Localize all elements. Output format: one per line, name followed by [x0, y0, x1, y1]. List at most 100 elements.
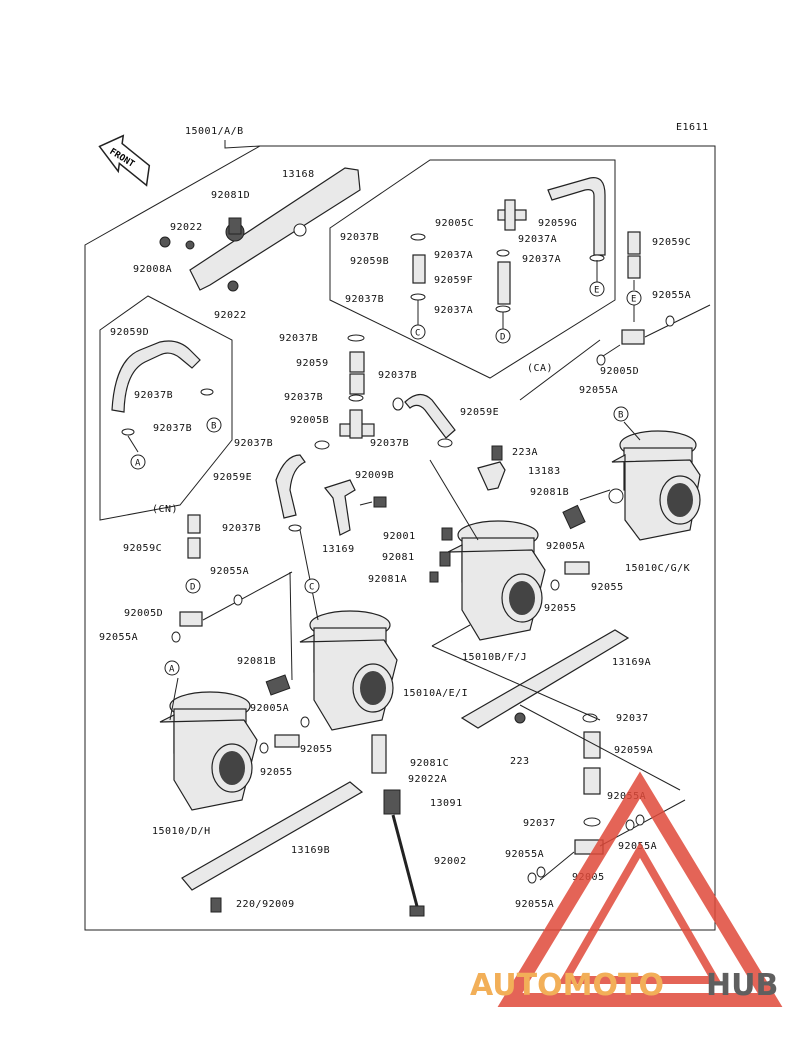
part-label-13168: 13168	[282, 169, 315, 180]
callout-letter: D	[500, 333, 506, 343]
part-label-92037: 92037	[616, 713, 649, 724]
diagram-code: E1611	[676, 122, 709, 133]
part-label-92055a: 92055A	[99, 632, 138, 643]
choke-linkage	[323, 479, 387, 536]
part-label-92005a: 92005A	[250, 703, 289, 714]
choke-rod-13169b	[181, 781, 364, 913]
callout-letter: B	[211, 422, 217, 432]
callout-letter: A	[135, 459, 141, 469]
throttle-parts	[477, 445, 506, 491]
callout-c: C	[304, 578, 320, 594]
part-label-92059c: 92059C	[123, 543, 162, 554]
callout-d: D	[495, 328, 511, 344]
part-label-92059g: 92059G	[538, 218, 577, 229]
part-label-92055a: 92055A	[652, 290, 691, 301]
part-label-13169: 13169	[322, 544, 355, 555]
part-label-92037a: 92037A	[434, 305, 473, 316]
part-label-92055a: 92055A	[505, 849, 544, 860]
carburetor-15010b	[429, 520, 590, 641]
callout-letter: C	[415, 329, 421, 339]
part-label-92037a: 92037A	[518, 234, 557, 245]
part-label-92005b: 92005B	[290, 415, 329, 426]
part-label-92037b: 92037B	[134, 390, 173, 401]
callout-letter: D	[190, 583, 196, 593]
part-label-92059e: 92059E	[213, 472, 252, 483]
callout-letter: A	[169, 665, 175, 675]
callout-b: B	[206, 417, 222, 433]
part-label-92081d: 92081D	[211, 190, 250, 201]
part-label-13183: 13183	[528, 466, 561, 477]
part-label-92059a: 92059A	[614, 745, 653, 756]
part-label-92055: 92055	[544, 603, 577, 614]
ca-group-label: (CA)	[527, 363, 553, 374]
callout-d: D	[185, 578, 201, 594]
part-label-92037b: 92037B	[378, 370, 417, 381]
part-label-92055a: 92055A	[579, 385, 618, 396]
part-label-92022a: 92022A	[408, 774, 447, 785]
callout-e: E	[626, 290, 642, 306]
part-label-92037b: 92037B	[345, 294, 384, 305]
front-arrow-icon: FRONT	[98, 134, 151, 187]
part-label-92037a: 92037A	[434, 250, 473, 261]
part-label-92055a: 92055A	[515, 899, 554, 910]
callout-letter: C	[309, 583, 315, 593]
part-label-92037b: 92037B	[153, 423, 192, 434]
part-label-92055a: 92055A	[618, 841, 657, 852]
carb-bracket	[159, 167, 361, 292]
part-label-92022: 92022	[214, 310, 247, 321]
part-label-15010a-e-i: 15010A/E/I	[403, 688, 468, 699]
watermark-text-1: AUTOMOTO	[470, 968, 664, 1003]
part-label-92059: 92059	[296, 358, 329, 369]
part-label-92037a: 92037A	[522, 254, 561, 265]
middle-hoses	[275, 334, 456, 532]
part-label-92037b: 92037B	[370, 438, 409, 449]
part-label-92055: 92055	[591, 582, 624, 593]
part-label-92059e: 92059E	[460, 407, 499, 418]
part-label-92037b: 92037B	[222, 523, 261, 534]
ca-hoses	[410, 177, 606, 330]
part-label-92001: 92001	[383, 531, 416, 542]
part-label-92037b: 92037B	[279, 333, 318, 344]
part-label-92037b: 92037B	[284, 392, 323, 403]
callout-letter: E	[631, 295, 637, 305]
part-label-92081b: 92081B	[530, 487, 569, 498]
part-label-92022: 92022	[170, 222, 203, 233]
part-label-92059c: 92059C	[652, 237, 691, 248]
carburetor-15010c	[562, 430, 701, 541]
callout-a: A	[164, 660, 180, 676]
part-label-92081b: 92081B	[237, 656, 276, 667]
part-label-92055a: 92055A	[210, 566, 249, 577]
part-label-92037b: 92037B	[234, 438, 273, 449]
part-label-92081: 92081	[382, 552, 415, 563]
part-label-15001-a-b: 15001/A/B	[185, 126, 244, 137]
callout-letter: B	[618, 411, 624, 421]
part-label-13169a: 13169A	[612, 657, 651, 668]
callout-c: C	[410, 324, 426, 340]
part-label-92059d: 92059D	[110, 327, 149, 338]
leader-lines	[169, 339, 681, 791]
part-label-92059b: 92059B	[350, 256, 389, 267]
callout-letter: E	[594, 286, 600, 296]
cn-group-label: (CN)	[152, 504, 178, 515]
part-labels: 15001/A/B1316892081D9202292008A920229200…	[99, 126, 691, 910]
part-label-92005d: 92005D	[600, 366, 639, 377]
part-label-92008a: 92008A	[133, 264, 172, 275]
callout-markers: A B C D E B C D E A	[130, 281, 642, 676]
part-label-223: 223	[510, 756, 530, 767]
choke-rod-13169a	[460, 629, 630, 729]
part-label-220-92009: 220/92009	[236, 899, 295, 910]
part-label-92005c: 92005C	[435, 218, 474, 229]
part-label-15010-d-h: 15010/D/H	[152, 826, 211, 837]
carburetor-15010	[159, 691, 269, 811]
cn-hoses	[111, 340, 214, 453]
fitting-92005d-right	[596, 231, 711, 366]
part-label-92081c: 92081C	[410, 758, 449, 769]
part-label-92055: 92055	[300, 744, 333, 755]
watermark-text-2: HUB	[706, 968, 778, 1003]
part-label-15010c-g-k: 15010C/G/K	[625, 563, 690, 574]
part-label-15010b-f-j: 15010B/F/J	[462, 652, 527, 663]
ca-group-box	[329, 159, 616, 379]
part-label-92005a: 92005A	[546, 541, 585, 552]
part-label-92037: 92037	[523, 818, 556, 829]
